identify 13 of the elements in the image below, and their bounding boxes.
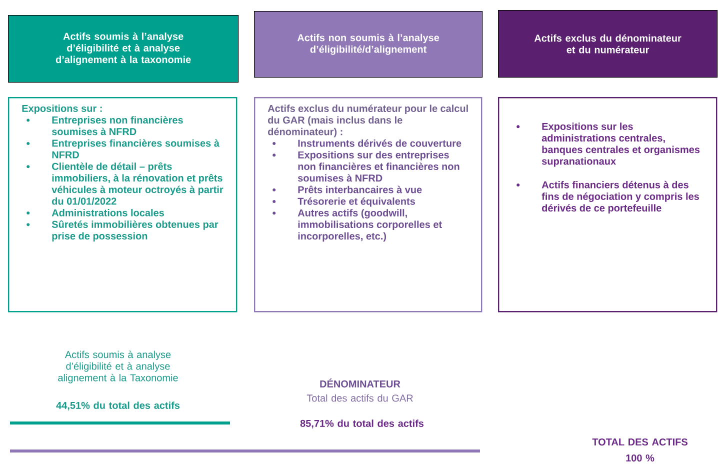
header-box: Actifs exclus du dénominateur et du numérateur: [498, 10, 718, 78]
header-box: Actifs soumis à l’analyse d’éligibilité et à analyse d’alignement à la taxonomie: [8, 15, 239, 83]
caption-text: Total des actifs du GAR: [306, 394, 413, 402]
content-box: Actifs exclus du numérateur pour le calcul du GAR (mais inclus dans le dénominateur) : Instruments dérivés de couverture Expositions sur des entreprises non financières et financières non soumises à NFRD Prêts interbancaires à vue Trésorerie et équivalents Autres actifs (goodwill, immobilisations corporelles et incorporelles, etc.): [254, 97, 482, 312]
caption-text: Actifs soumis à analyse d’éligibilité et à analyse alignement à la Taxonomie: [58, 350, 178, 384]
percentage-text: 85,71% du total des actifs: [300, 420, 424, 428]
percentage-text: 100 %: [626, 454, 654, 462]
content-box: Expositions sur les administrations centrales, banques centrales et organismes supranationaux Actifs financiers détenus à des fins de négociation y compris les dérivés de ce portefeuille: [498, 97, 718, 312]
heading-text: DÉNOMINATEUR: [320, 378, 400, 388]
content-box: Expositions sur : Entreprises non financières soumises à NFRD Entreprises financières soumises à NFRD Clientèle de détail – prêts immobiliers, à la rénovation et prêts véhicules à moteur octroyés à partir du 01/01/2022 Administrations locales Sûretés immobilières obtenues par prise de possession: [8, 97, 238, 312]
heading-text: TOTAL DES ACTIFS: [592, 438, 688, 446]
percentage-text: 44,51% du total des actifs: [56, 402, 180, 410]
header-box: Actifs non soumis à l’analyse d’éligibilité/d’alignement: [254, 11, 483, 78]
